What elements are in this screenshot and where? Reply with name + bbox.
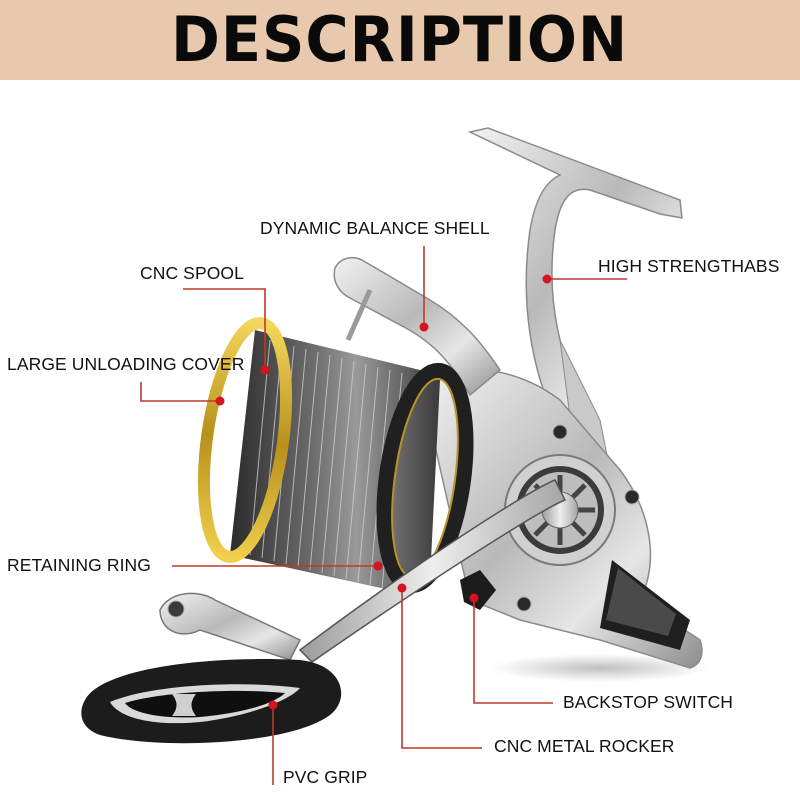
- pvc-grip-knob: [81, 659, 342, 744]
- callout-high-strength-abs: HIGH STRENGTHABS: [598, 256, 780, 276]
- callout-retaining-ring: RETAINING RING: [7, 555, 151, 575]
- callout-cnc-metal-rocker: CNC METAL ROCKER: [494, 736, 675, 756]
- callout-cnc-spool: CNC SPOOL: [140, 263, 244, 283]
- callout-dots: [215, 274, 552, 710]
- crank-arm: [159, 479, 567, 663]
- callout-dynamic-balance-shell: DYNAMIC BALANCE SHELL: [260, 218, 490, 238]
- page-title: DESCRIPTION: [171, 3, 629, 76]
- spool: [197, 317, 474, 594]
- header-banner: DESCRIPTION: [0, 0, 800, 80]
- dynamic-balance-shell-part: [333, 256, 501, 397]
- callout-large-unloading-cover: LARGE UNLOADING COVER: [7, 354, 245, 374]
- callout-backstop-switch: BACKSTOP SWITCH: [563, 692, 734, 712]
- callout-lines: [140, 246, 627, 785]
- callout-pvc-grip: PVC GRIP: [283, 767, 368, 787]
